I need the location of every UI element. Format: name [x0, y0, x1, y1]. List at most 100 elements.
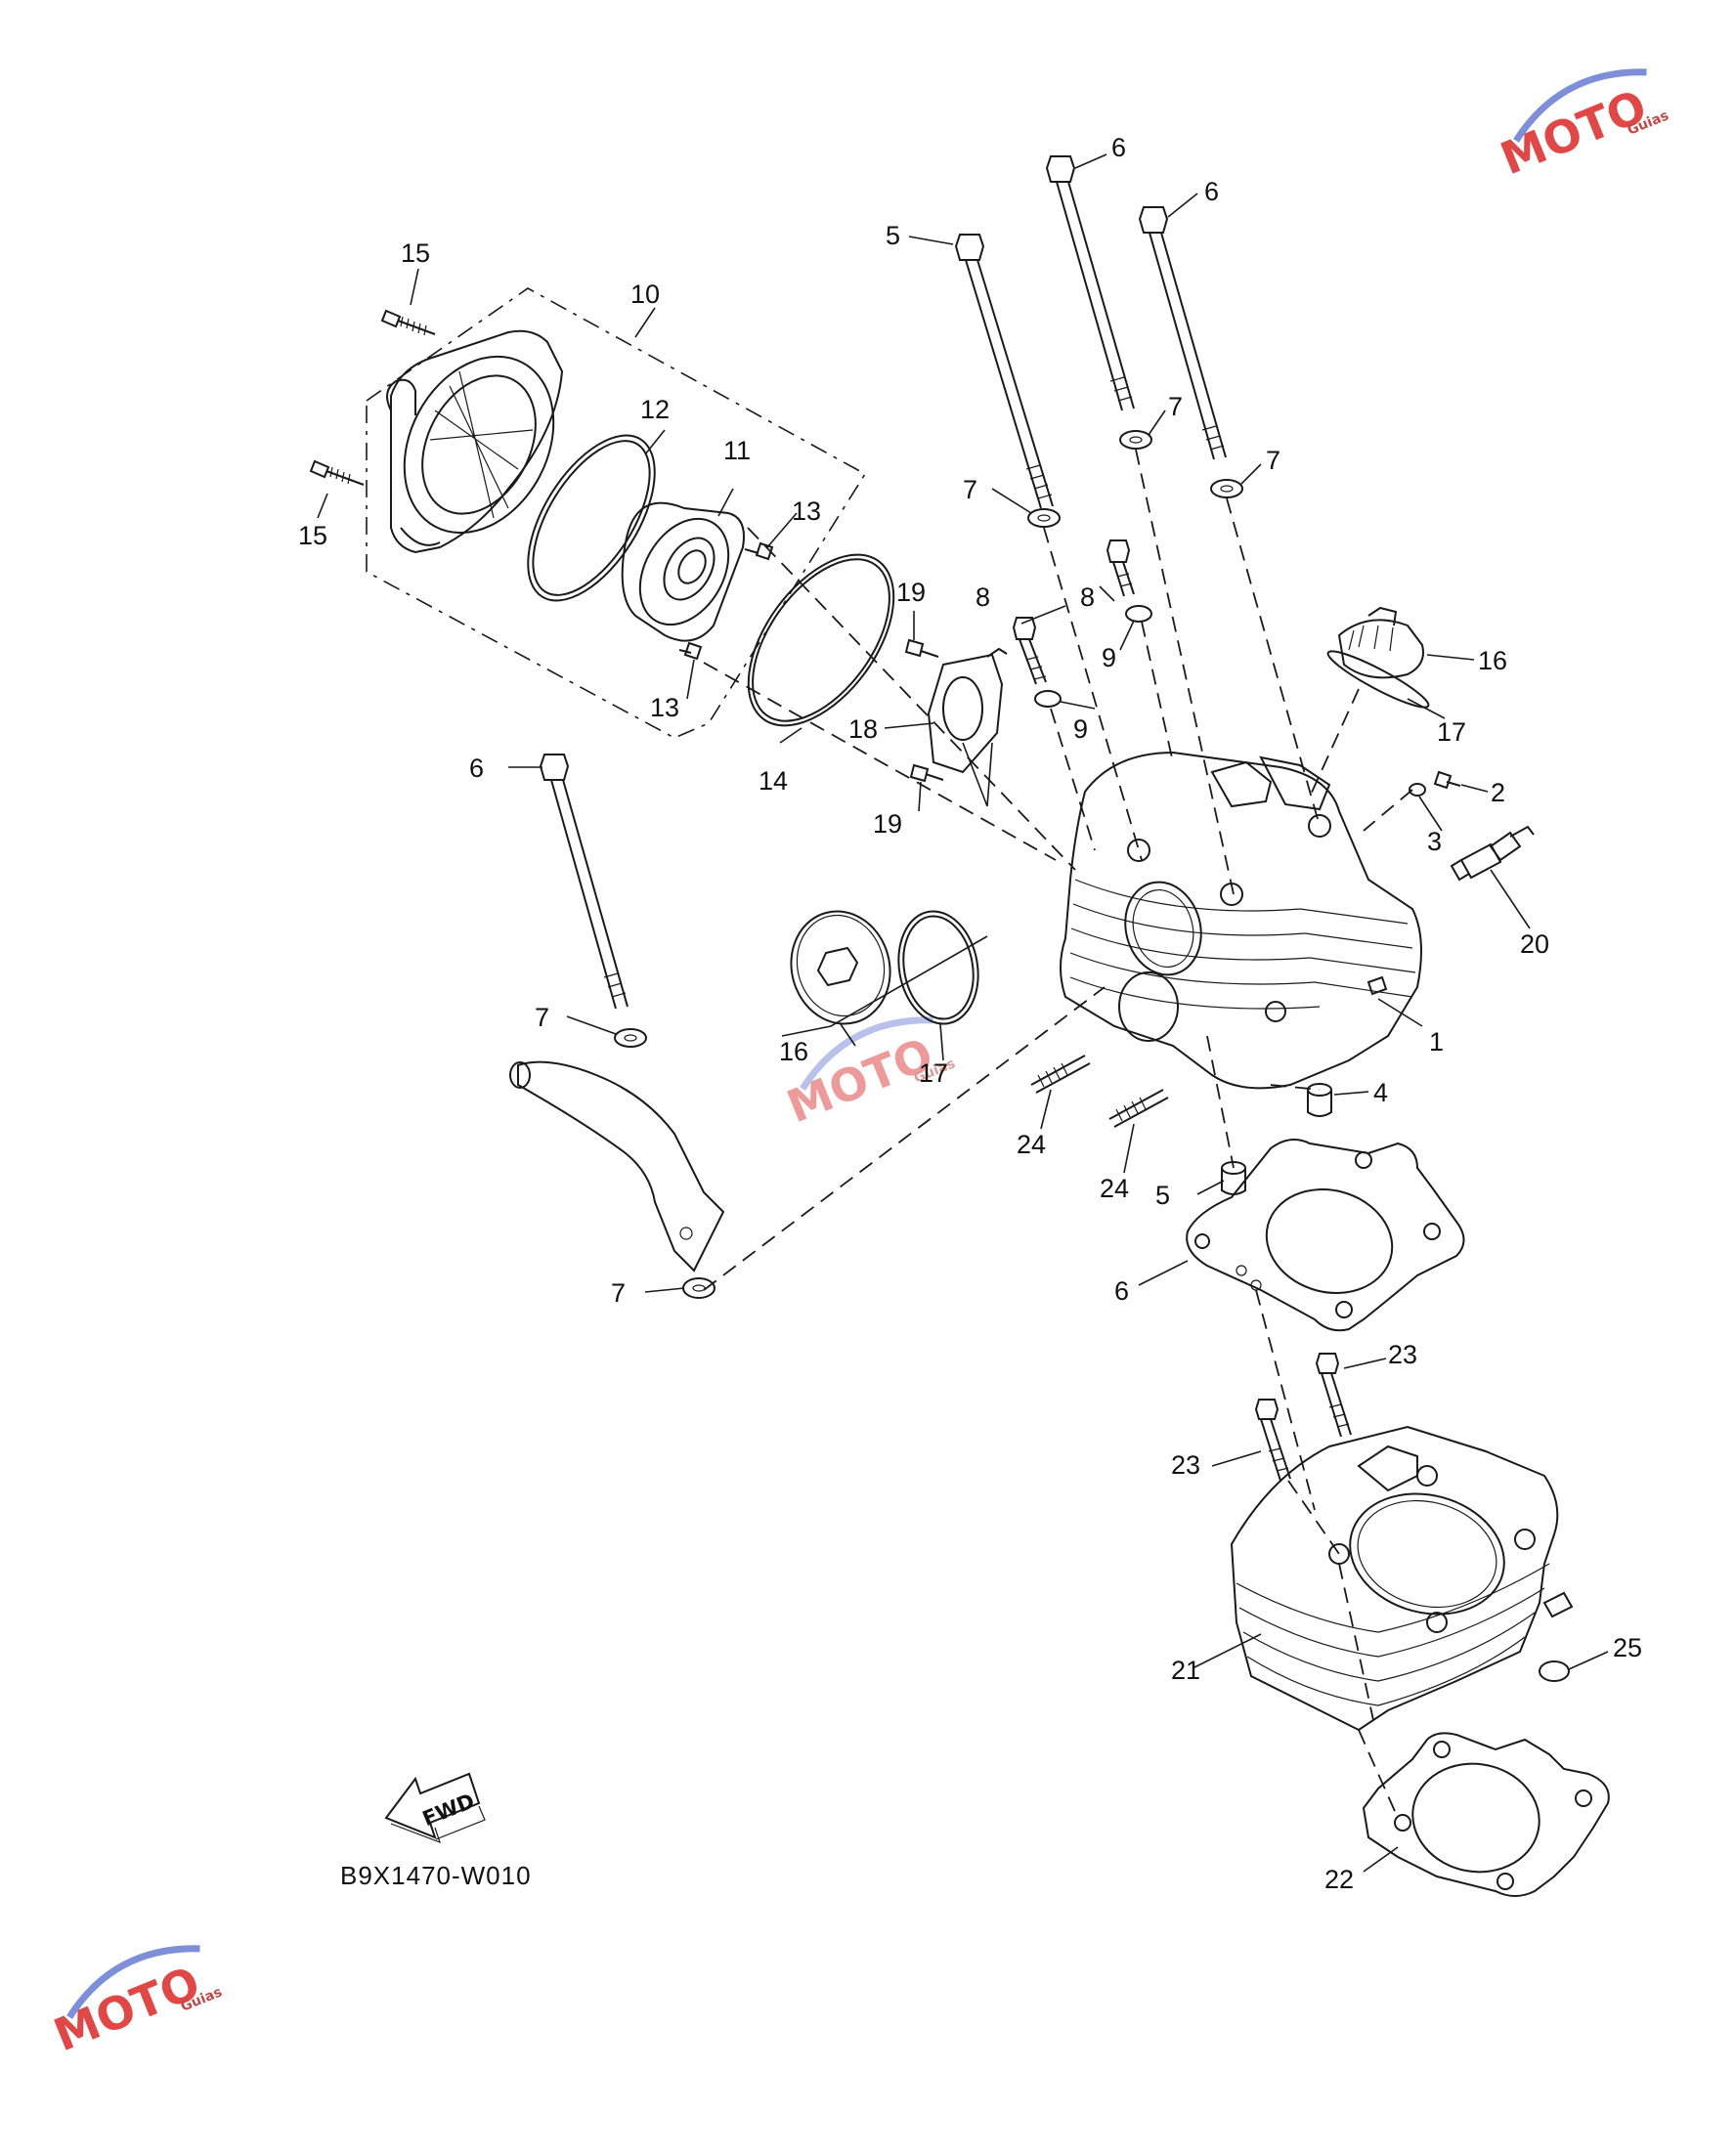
- bolt-8-right: [1106, 539, 1135, 597]
- plate-11: [621, 501, 745, 642]
- diagram-code: B9X1470-W010: [340, 1861, 532, 1890]
- reference-line: [1206, 1035, 1235, 1169]
- reference-line: [747, 527, 1076, 871]
- fwd-label: FWD: [419, 1789, 478, 1831]
- housing-10: [386, 329, 564, 554]
- callout-6: 6: [469, 754, 484, 783]
- reference-line: [1255, 1289, 1316, 1511]
- callout-5: 4: [1373, 1078, 1388, 1107]
- stud-bolt-6-b: [1045, 155, 1135, 411]
- washer-7-a: [1027, 508, 1061, 528]
- callout-7: 7: [1168, 392, 1183, 421]
- washer-7-c-hole: [1220, 485, 1234, 493]
- callout-9: 9: [1073, 714, 1088, 744]
- moto-guias-watermark-top: MOTO Guias: [1494, 68, 1671, 185]
- stud-bolt-6-a: [954, 234, 1054, 509]
- callout-4: 6: [1114, 1276, 1129, 1306]
- o-ring-17-lower: [897, 910, 979, 1025]
- o-ring-17-upper: [1326, 650, 1430, 709]
- cap-16-lower: [790, 910, 891, 1025]
- callout-23: 23: [1388, 1340, 1417, 1369]
- callout-16: 16: [1478, 646, 1507, 675]
- reference-line: [703, 986, 1106, 1291]
- callout-5: 5: [1155, 1181, 1170, 1210]
- gasket-12: [527, 434, 656, 602]
- callout-24: 24: [1017, 1130, 1046, 1159]
- cylinder-block-21: [1230, 1425, 1574, 1732]
- callout-7: 7: [535, 1003, 549, 1032]
- callout-15: 15: [401, 238, 430, 268]
- assembly-10-boundary: [366, 287, 867, 739]
- moto-guias-watermark-bottom: MOTO Guias: [47, 1945, 225, 2061]
- reference-line: [1358, 1729, 1399, 1819]
- reference-line: [1338, 1563, 1374, 1721]
- bolt-23-lower: [1254, 1399, 1291, 1482]
- callout-7: 7: [963, 475, 977, 504]
- bracket-18: [927, 647, 1008, 774]
- reference-line: [703, 662, 1057, 861]
- reference-line: [1363, 789, 1413, 832]
- washer-7-b-hole: [1129, 436, 1143, 444]
- callout-15: 15: [298, 521, 327, 550]
- callout-17: 17: [1437, 717, 1466, 747]
- callout-2: 2: [1491, 778, 1505, 807]
- reference-line: [1043, 527, 1143, 861]
- stud-bolt-6-c: [1138, 206, 1227, 460]
- base-gasket-22: [1362, 1732, 1610, 1897]
- callout-19: 19: [896, 578, 926, 607]
- callout-10: 10: [630, 280, 660, 309]
- washer-7-a-hole: [1037, 514, 1051, 522]
- callout-20: 20: [1520, 929, 1549, 959]
- screw-15-upper: [380, 309, 436, 336]
- callout-13: 13: [650, 693, 679, 722]
- stud-24-right: [1108, 1089, 1169, 1128]
- callout-3: 3: [1427, 827, 1442, 856]
- washer-7-e-hole: [692, 1284, 706, 1292]
- reference-line: [1135, 449, 1235, 895]
- leader-lines: [317, 153, 1609, 1873]
- washer-7-c: [1210, 479, 1243, 498]
- bolt-23-upper: [1315, 1353, 1352, 1438]
- callout-14: 14: [759, 766, 788, 796]
- o-ring-14: [747, 553, 895, 727]
- callout-25: 25: [1613, 1633, 1642, 1662]
- callout-18: 18: [848, 714, 878, 744]
- callout-22: 22: [1324, 1865, 1354, 1894]
- callout-7: 7: [1266, 446, 1280, 475]
- screw-15-lower: [309, 459, 365, 486]
- reference-line: [1141, 621, 1174, 763]
- screw-19-upper: [904, 638, 939, 658]
- callout-21: 21: [1171, 1656, 1200, 1685]
- washer-7-d-hole: [624, 1034, 637, 1042]
- screw-19-lower: [909, 763, 944, 783]
- callout-11: 11: [723, 436, 751, 465]
- callout-8: 8: [976, 582, 990, 612]
- callout-9: 9: [1102, 643, 1116, 672]
- reference-line: [1309, 688, 1360, 798]
- callout-labels: 15 10 12 11 13 15 13 14 19 18 19 8 8 9 9…: [298, 133, 1642, 1894]
- spark-plug-20: [1450, 825, 1535, 882]
- callout-1: 1: [1429, 1027, 1444, 1056]
- callout-12: 12: [640, 395, 670, 424]
- bolt-8-left: [1012, 617, 1047, 685]
- callout-17: 17: [919, 1058, 948, 1088]
- callout-24: 24: [1100, 1174, 1129, 1203]
- screw-13-lower: [678, 641, 703, 661]
- washer-3: [1409, 783, 1426, 797]
- callout-8: 8: [1080, 582, 1095, 612]
- callout-6: 6: [1204, 177, 1219, 206]
- washer-9-left: [1034, 690, 1062, 708]
- stud-24-left: [1030, 1055, 1091, 1094]
- reference-line: [1287, 1480, 1340, 1555]
- washer-7-b: [1119, 430, 1152, 450]
- callout-7: 7: [611, 1278, 626, 1308]
- callout-19: 19: [873, 809, 902, 839]
- washer-7-d: [614, 1028, 647, 1048]
- reference-line: [1270, 1084, 1321, 1091]
- callout-6: 6: [1111, 133, 1126, 162]
- callout-13: 13: [792, 496, 821, 526]
- oil-delivery-pipe: [509, 1060, 725, 1272]
- dowel-pin-5-upper: [1307, 1083, 1332, 1117]
- reference-line: [1226, 497, 1321, 827]
- o-ring-25: [1539, 1660, 1570, 1682]
